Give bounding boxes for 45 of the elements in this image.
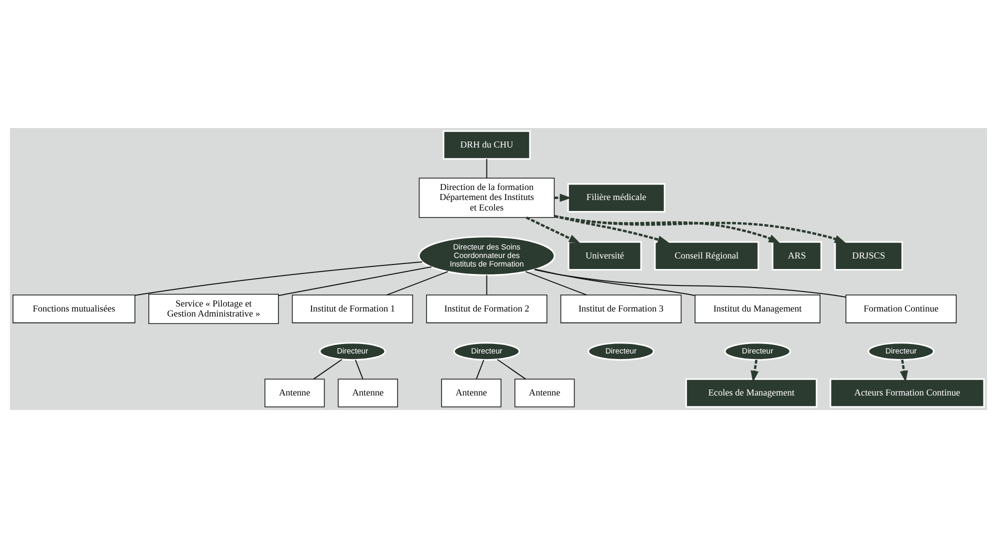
node-box: Institut de Formation 3 xyxy=(560,294,682,323)
node-box: Conseil Régional xyxy=(654,240,759,270)
arrow xyxy=(899,359,908,382)
connector xyxy=(534,268,694,296)
node-box: Institut de Formation 2 xyxy=(426,294,547,323)
node-ellipse: Directeur xyxy=(724,342,790,360)
node-box: Filière médicale xyxy=(566,182,665,212)
connector xyxy=(524,270,586,295)
node-box: Formation Continue xyxy=(845,294,956,323)
connector xyxy=(278,266,431,296)
node-ellipse: Directeur xyxy=(867,342,934,360)
connector xyxy=(134,260,422,296)
node-box: Fonctions mutualisées xyxy=(12,294,135,323)
node-box: Direction de la formation Département des Instituts et Ecoles xyxy=(418,177,554,218)
node-box: Université xyxy=(567,240,642,270)
connector xyxy=(386,270,448,295)
arrow xyxy=(554,214,780,243)
node-box: ARS xyxy=(771,240,822,270)
node-box: Antenne xyxy=(440,378,501,407)
arrow xyxy=(525,216,580,243)
node-ellipse: Directeur xyxy=(452,342,520,360)
node-box: Institut de Formation 1 xyxy=(291,294,413,323)
node-box: Acteurs Formation Continue xyxy=(829,378,984,408)
node-box: Antenne xyxy=(264,378,324,407)
node-box: Ecoles de Management xyxy=(684,378,817,408)
node-box: DRJSCS xyxy=(834,240,902,270)
arrow xyxy=(554,214,846,243)
node-box: DRH du CHU xyxy=(442,130,530,160)
connector xyxy=(312,358,342,380)
node-box: Service « Pilotage et Gestion Administrative » xyxy=(148,293,278,324)
connector xyxy=(486,274,487,294)
connector xyxy=(354,359,363,379)
node-box: Institut du Management xyxy=(694,294,820,323)
connector xyxy=(475,359,484,379)
arrow xyxy=(750,359,758,382)
node-box: Antenne xyxy=(337,378,398,407)
arrow xyxy=(554,193,571,202)
node-ellipse: Directeur xyxy=(318,342,386,360)
node-ellipse: Directeur xyxy=(587,342,654,360)
arrow xyxy=(554,214,669,244)
connector xyxy=(496,358,526,380)
connector xyxy=(486,158,487,178)
node-ellipse: Directeur des Soins Coordonnateur des Instituts de Formation xyxy=(418,235,555,276)
node-box: Antenne xyxy=(514,378,574,407)
connector xyxy=(534,268,846,298)
